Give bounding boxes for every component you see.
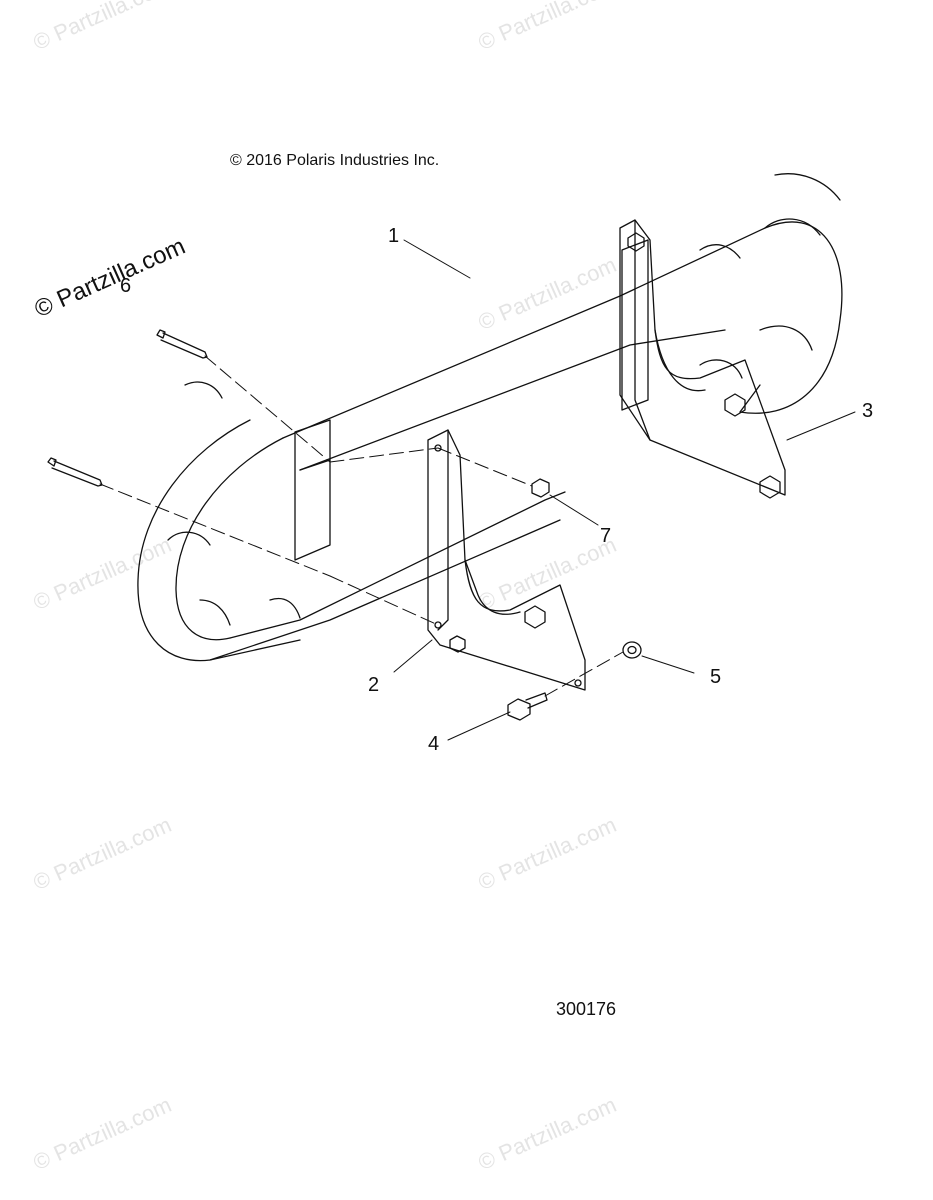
bumper-tube	[137, 173, 843, 662]
bracket-left	[427, 429, 586, 691]
flange-nut-5	[622, 641, 642, 659]
illustration-number: 300176	[556, 999, 617, 1019]
callout-6: 6	[120, 275, 131, 297]
bolt-lower	[47, 457, 103, 487]
bolt-4	[507, 692, 548, 721]
callout-1: 1	[388, 225, 399, 247]
callout-5: 5	[710, 666, 721, 688]
copyright-notice: © 2016 Polaris Industries Inc.	[230, 152, 440, 169]
callout-2: 2	[368, 674, 379, 696]
bolt-upper	[156, 329, 208, 359]
bracket-right	[619, 219, 786, 499]
callout-4: 4	[428, 733, 439, 755]
nut-7	[449, 478, 550, 653]
callout-7: 7	[600, 525, 611, 547]
callout-3: 3	[862, 400, 873, 422]
